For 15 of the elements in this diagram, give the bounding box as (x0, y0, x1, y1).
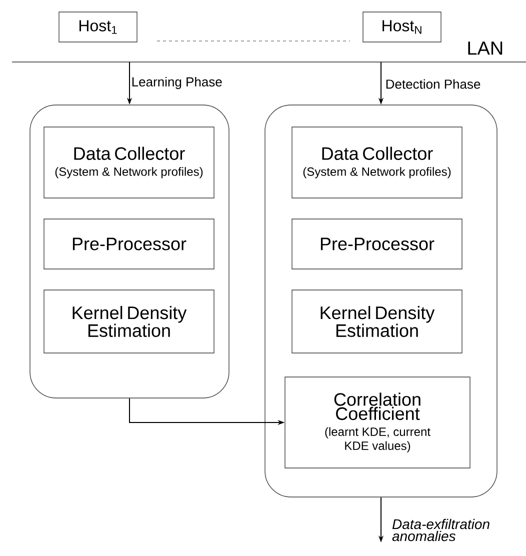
network-label: LAN (468, 42, 502, 55)
edge-label: Detection Phase (386, 79, 480, 89)
output-text: Data-exfiltration anomalies (392, 518, 490, 542)
process-box: Pre-Processor (292, 218, 462, 270)
process-box: Pre-Processor (44, 218, 214, 270)
process-box: Kernel Density Estimation (292, 290, 462, 354)
host-box: Host$_{1}$ (58, 12, 138, 42)
edge-label: Learning Phase (132, 76, 222, 90)
process-box: Kernel Density Estimation (44, 290, 214, 354)
process-box: Data Collector (System & Network profiles) (292, 126, 462, 198)
phase-panel (30, 104, 230, 398)
phase-panel (264, 104, 498, 498)
host-box: Host$_{N}$ (362, 12, 442, 42)
process-box: Correlation Coefficient (learnt KDE, current KDE values) (284, 376, 470, 468)
process-box: Data Collector (System & Network profiles) (44, 126, 214, 198)
